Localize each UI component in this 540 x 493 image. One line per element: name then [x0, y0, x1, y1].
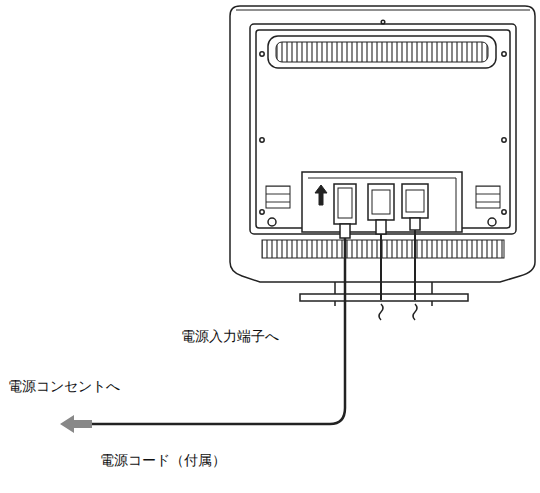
label-text: 電源コード（付属）: [98, 452, 228, 469]
label-text: 電源コンセントへ: [6, 378, 122, 395]
label-text: 電源入力端子へ: [179, 328, 281, 345]
